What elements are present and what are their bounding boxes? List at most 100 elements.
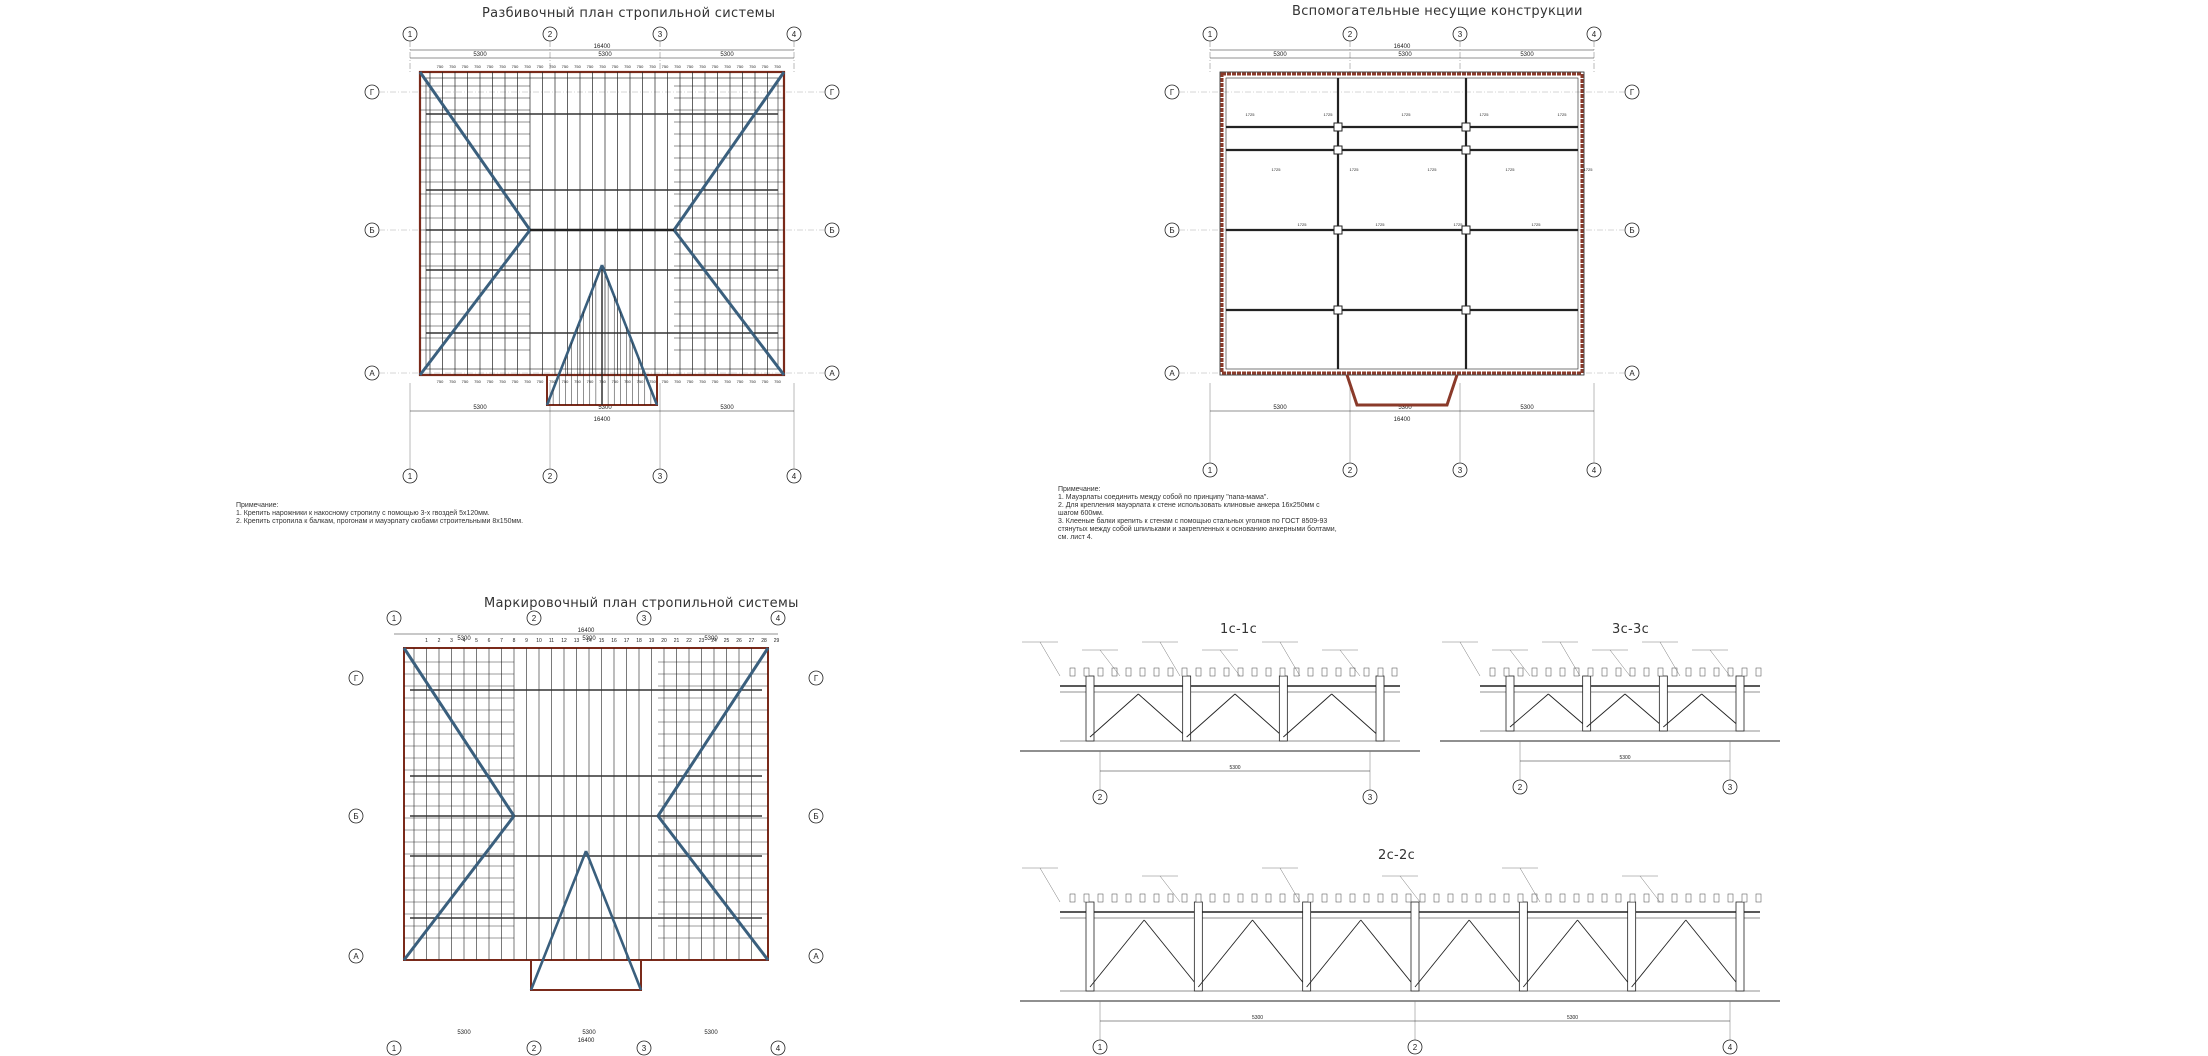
diagonal	[1522, 919, 1578, 988]
spacing-label: 750	[649, 64, 656, 69]
callout-leader	[1339, 649, 1361, 677]
axis-top-2-label: 2	[1348, 30, 1353, 39]
beam-label: 1725	[1480, 112, 1490, 117]
axis-bottom-3	[636, 1040, 652, 1056]
spacing-label: 750	[762, 64, 769, 69]
axis-top-2	[526, 610, 542, 626]
spacing-label-b: 750	[462, 379, 469, 384]
post	[1505, 675, 1515, 732]
diagonal	[1252, 919, 1308, 988]
rafter-end	[1279, 893, 1286, 903]
axis-bottom-1-label: 1	[1208, 466, 1213, 475]
mark-number-top: 1	[425, 638, 428, 644]
mark-number-top: 22	[686, 638, 692, 644]
post-7	[1461, 305, 1471, 315]
axis-bottom-4-label: 4	[1592, 466, 1597, 475]
spacing-label-b: 750	[487, 379, 494, 384]
axis-top-1	[386, 610, 402, 626]
axis-bottom-3-label: 3	[1458, 466, 1463, 475]
section-axis-4-label: 4	[1728, 1043, 1733, 1052]
mark-number-top: 12	[561, 638, 567, 644]
post	[1735, 901, 1745, 992]
bay-hip-right	[584, 850, 643, 991]
rafter-end	[1489, 893, 1496, 903]
dim-bottom-overall: 16400	[594, 417, 611, 423]
post	[1735, 675, 1745, 732]
rafter-end	[1251, 893, 1258, 903]
rafter-end	[1755, 667, 1762, 677]
rafter-end	[1167, 667, 1174, 677]
mark-number-top: 18	[636, 638, 642, 644]
axis-right-А-label: А	[829, 369, 835, 378]
spacing-label: 750	[462, 64, 469, 69]
axis-bottom-3-label: 3	[658, 472, 663, 481]
rafter-end	[1685, 893, 1692, 903]
diagonal	[1663, 693, 1702, 728]
diagonal	[1577, 919, 1633, 988]
hip-rafter-1	[402, 815, 516, 961]
rafter-end	[1475, 893, 1482, 903]
dim-bottom-overall: 16400	[1394, 417, 1411, 423]
spacing-label-b: 750	[449, 379, 456, 384]
axis-top-1-label: 1	[392, 614, 397, 623]
axis-left-Б	[348, 808, 364, 824]
diagonal	[1360, 919, 1416, 988]
rafter-end	[1587, 893, 1594, 903]
rafter-end	[1377, 667, 1384, 677]
diagonal	[1414, 919, 1470, 988]
section-axis-2-label: 2	[1518, 783, 1523, 792]
axis-right-Г-label: Г	[814, 674, 819, 683]
dim-span-1: 5300	[582, 636, 596, 642]
axis-top-3-label: 3	[642, 614, 647, 623]
post	[1193, 901, 1203, 992]
spacing-label: 750	[712, 64, 719, 69]
hip-rafter-1	[418, 229, 532, 376]
spacing-label: 750	[674, 64, 681, 69]
diagonal	[1306, 919, 1362, 988]
post	[1658, 675, 1668, 732]
rafter-end	[1727, 667, 1734, 677]
axis-bottom-2-label: 2	[548, 472, 553, 481]
axis-left-Б-label: Б	[1169, 226, 1174, 235]
axis-left-Г-label: Г	[354, 674, 359, 683]
section-axis-2	[1092, 789, 1108, 805]
diagonal	[1624, 693, 1664, 728]
beam-label: 1725	[1532, 222, 1542, 227]
axis-top-2-label: 2	[548, 30, 553, 39]
section-axis-3-label: 3	[1728, 783, 1733, 792]
spacing-label: 750	[612, 64, 619, 69]
spacing-label-b: 750	[637, 379, 644, 384]
rafter-end	[1545, 893, 1552, 903]
rafter-end	[1083, 893, 1090, 903]
spacing-label-b: 750	[499, 379, 506, 384]
spacing-label: 750	[512, 64, 519, 69]
axis-top-3-label: 3	[1458, 30, 1463, 39]
rafter-end	[1461, 893, 1468, 903]
post	[1518, 901, 1528, 992]
axis-left-А-label: А	[1169, 369, 1175, 378]
rafter-end	[1671, 893, 1678, 903]
rafter-end	[1111, 667, 1118, 677]
bay-plate	[530, 960, 642, 991]
rafter-end	[1531, 667, 1538, 677]
rafter-end	[1489, 667, 1496, 677]
axis-top-1-label: 1	[1208, 30, 1213, 39]
spacing-label: 750	[662, 64, 669, 69]
axis-right-А	[808, 948, 824, 964]
rafter-end	[1125, 893, 1132, 903]
beam-label: 1725	[1246, 112, 1256, 117]
spacing-label-b: 750	[537, 379, 544, 384]
rafter-end	[1629, 667, 1636, 677]
rafter-end	[1727, 893, 1734, 903]
spacing-label-b: 750	[687, 379, 694, 384]
spacing-label: 750	[487, 64, 494, 69]
mauerlat	[1220, 72, 1584, 375]
axis-right-Б-label: Б	[829, 226, 834, 235]
post-3	[1461, 145, 1471, 155]
rafter-end	[1433, 893, 1440, 903]
beam-label: 1725	[1402, 112, 1412, 117]
callout-leader	[1279, 867, 1301, 903]
hip-rafter-3	[656, 815, 770, 961]
rafter-end	[1265, 667, 1272, 677]
bay-mauerlat	[1345, 374, 1459, 407]
